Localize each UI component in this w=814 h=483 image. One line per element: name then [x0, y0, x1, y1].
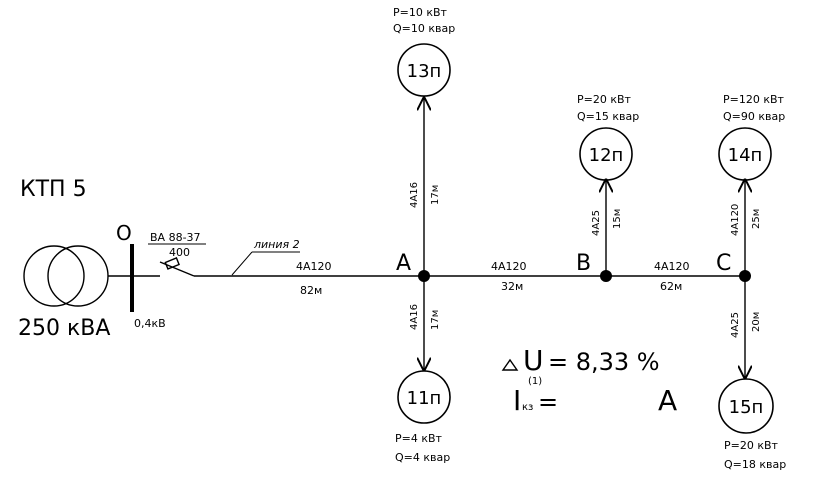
- branch-a-13-cable: 4А16: [409, 182, 420, 208]
- voltage-drop-symbol: U: [523, 344, 544, 377]
- branch-a-11-length: 17м: [430, 310, 441, 330]
- load-12-circle: [579, 127, 633, 181]
- branch-c-15-length: 20м: [751, 312, 762, 332]
- load-15-circle: [718, 378, 774, 434]
- busbar-label: О: [116, 221, 132, 245]
- short-circuit-equals: =: [538, 388, 558, 416]
- transformer-symbol: [23, 245, 109, 307]
- line-name-leader: [231, 251, 253, 276]
- load-14-q: Q=90 квар: [723, 110, 785, 123]
- segment-oa-cable: 4А120: [296, 260, 332, 273]
- load-14-label: 14п: [728, 145, 763, 166]
- short-circuit-subscript: кз: [522, 402, 533, 413]
- voltage-drop-value: = 8,33 %: [548, 348, 660, 376]
- short-circuit-unit: А: [658, 384, 677, 417]
- load-12-p: P=20 кВт: [577, 93, 632, 106]
- load-11-label: 11п: [407, 388, 442, 409]
- load-15-q: Q=18 квар: [724, 458, 786, 471]
- branch-c-14-length: 25м: [751, 209, 762, 229]
- load-15-label: 15п: [729, 397, 764, 418]
- load-12-q: Q=15 квар: [577, 110, 639, 123]
- segment-bc-length: 62м: [660, 280, 682, 293]
- substation-name: КТП 5: [20, 177, 87, 202]
- breaker-rating: 400: [169, 246, 190, 259]
- load-13-label: 13п: [407, 61, 442, 82]
- node-b-label: B: [576, 251, 591, 276]
- branch-c-15-cable: 4А25: [730, 312, 741, 338]
- load-15-p: P=20 кВт: [724, 439, 779, 452]
- branch-a-13-length: 17м: [430, 185, 441, 205]
- short-circuit-superscript: (1): [528, 376, 542, 387]
- transformer-winding-2: [47, 245, 109, 307]
- segment-oa-length: 82м: [300, 284, 322, 297]
- branch-b-12-cable: 4А25: [591, 210, 602, 236]
- segment-ab-cable: 4А120: [491, 260, 527, 273]
- load-12-label: 12п: [589, 145, 624, 166]
- circuit-breaker-symbol: [132, 257, 424, 277]
- delta-icon: [501, 358, 519, 371]
- load-13-p: P=10 кВт: [393, 6, 448, 19]
- voltage-label: 0,4кВ: [134, 317, 166, 330]
- load-13-q: Q=10 квар: [393, 22, 455, 35]
- node-a-label: A: [396, 251, 411, 276]
- branch-b-12-length: 15м: [612, 209, 623, 229]
- load-11-q: Q=4 квар: [395, 451, 450, 464]
- line-name: линия 2: [253, 238, 300, 251]
- short-circuit-symbol: I: [513, 384, 521, 417]
- load-14-circle: [718, 127, 772, 181]
- segment-ab-length: 32м: [501, 280, 523, 293]
- breaker-type: ВА 88-37: [150, 231, 201, 244]
- branch-c-14-cable: 4А120: [730, 204, 741, 236]
- load-13-circle: [397, 43, 451, 97]
- substation-power: 250 кВА: [18, 316, 110, 341]
- node-c-label: C: [716, 251, 731, 276]
- load-11-p: P=4 кВт: [395, 432, 443, 445]
- segment-bc-cable: 4А120: [654, 260, 690, 273]
- transformer-winding-1: [23, 245, 85, 307]
- branch-a-11-cable: 4А16: [409, 304, 420, 330]
- load-14-p: P=120 кВт: [723, 93, 785, 106]
- load-11-circle: [397, 370, 451, 424]
